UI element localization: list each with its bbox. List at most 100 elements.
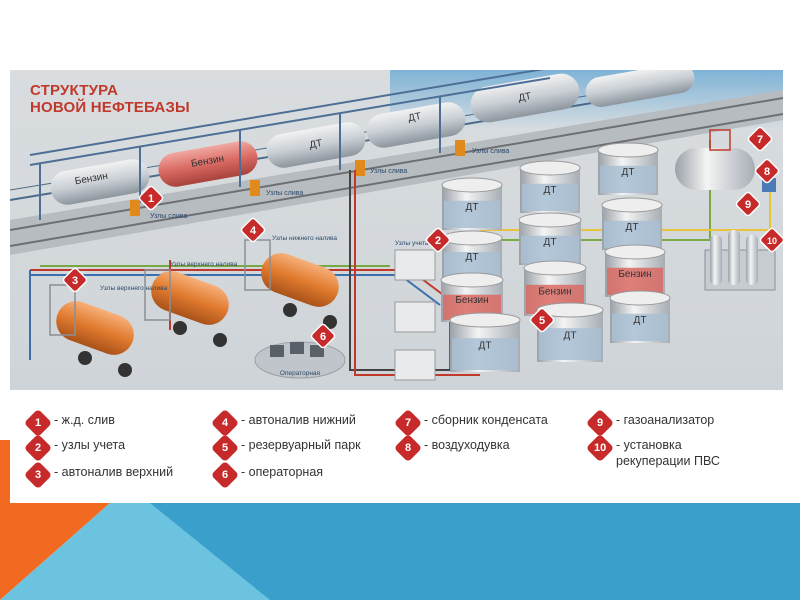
tank-label: ДТ <box>634 315 647 326</box>
tank-roof <box>442 231 502 245</box>
legend-text: - операторная <box>241 464 323 480</box>
legend-text: - воздуходувка <box>424 437 510 453</box>
legend-number: 1 <box>35 417 41 429</box>
diagram-title: СТРУКТУРА НОВОЙ НЕФТЕБАЗЫ <box>30 82 190 116</box>
tank-farm: ДТДТДТДТДТДТБензинБензинБензинДТДТДТ <box>441 143 670 372</box>
storage-tank: ДТ <box>598 143 658 195</box>
tank-truck-2 <box>146 266 235 347</box>
legend-number: 4 <box>222 417 228 429</box>
tank-label: ДТ <box>564 331 577 342</box>
map-marker-number: 9 <box>745 199 751 211</box>
orange-edge-strip <box>0 440 10 503</box>
legend-text: - газоанализатор <box>616 412 714 428</box>
legend-text: - автоналив верхний <box>54 464 173 480</box>
map-marker-number: 7 <box>757 134 763 146</box>
legend-item-8: 8 - воздуходувка <box>398 437 510 458</box>
legend-badge: 8 <box>394 434 422 462</box>
tank-label: Бензин <box>618 269 651 280</box>
train-car-5-label: ДТ <box>518 91 533 104</box>
storage-tank: ДТ <box>610 291 670 343</box>
storage-tank: ДТ <box>442 231 502 278</box>
legend-badge: 9 <box>586 409 614 437</box>
rail-label-3: Узлы слива <box>370 168 407 175</box>
legend-text: - узлы учета <box>54 437 125 453</box>
map-marker-4: 4 <box>240 217 265 242</box>
tank-label: Бензин <box>455 295 488 306</box>
legend-number: 5 <box>222 442 228 454</box>
storage-tank: ДТ <box>442 178 502 230</box>
legend-badge: 3 <box>24 461 52 489</box>
rail-label-4: Узлы слива <box>472 148 509 155</box>
storage-tank: ДТ <box>520 161 580 213</box>
tank-label: ДТ <box>466 252 479 263</box>
tank-label: ДТ <box>479 341 492 352</box>
map-marker-number: 2 <box>435 235 441 247</box>
tank-roof <box>519 213 581 227</box>
storage-tank: ДТ <box>450 313 520 372</box>
tank-roof <box>605 245 665 259</box>
tank-roof <box>524 261 586 275</box>
map-marker-9: 9 <box>735 191 760 216</box>
legend-number: 8 <box>405 442 411 454</box>
legend-text: - автоналив нижний <box>241 412 356 428</box>
legend-number: 9 <box>597 417 603 429</box>
legend-text: - установка рекуперации ПВС <box>616 437 720 469</box>
legend-item-1: 1- ж.д. слив <box>28 412 115 433</box>
tank-label: ДТ <box>622 167 635 178</box>
tank-roof <box>610 291 670 305</box>
map-marker-7: 7 <box>747 126 772 151</box>
legend-item-4: 4 - автоналив нижний <box>215 412 356 433</box>
tank-roof <box>602 198 662 212</box>
diagram-panel: Бензин Бензин ДТ ДТ ДТ <box>10 70 783 390</box>
legend-item-5: 5 - резервуарный парк <box>215 437 361 458</box>
legend-number: 2 <box>35 442 41 454</box>
map-marker-number: 6 <box>320 331 326 343</box>
tank-truck-1 <box>51 296 140 377</box>
train-car-4-label: ДТ <box>407 111 422 124</box>
map-marker-number: 10 <box>767 236 777 246</box>
legend-badge: 2 <box>24 434 52 462</box>
tank-label: ДТ <box>544 237 557 248</box>
rail-label-1: Узлы слива <box>150 213 187 220</box>
map-marker-number: 8 <box>764 166 770 178</box>
map-marker-number: 3 <box>72 275 78 287</box>
legend-item-9: 9 - газоанализатор <box>590 412 714 433</box>
tank-roof <box>598 143 658 157</box>
operator-room-label: Операторная <box>280 370 321 377</box>
map-marker-number: 5 <box>539 315 545 327</box>
tank-roof <box>450 313 520 327</box>
storage-tank: Бензин <box>605 245 665 297</box>
legend-item-3: 3 - автоналив верхний <box>28 464 173 485</box>
legend-badge: 7 <box>394 409 422 437</box>
rail-label-2: Узлы слива <box>266 190 303 197</box>
map-marker-3: 3 <box>62 267 87 292</box>
tank-label: ДТ <box>626 222 639 233</box>
legend: 1- ж.д. слив 2 - узлы учета 3 - автоналив ве… <box>10 390 783 502</box>
bottom-fill-label: Узлы нижнего налива <box>272 235 337 242</box>
legend-badge: 4 <box>211 409 239 437</box>
legend-item-6: 6- операторная <box>215 464 323 485</box>
storage-tank: ДТ <box>519 213 581 265</box>
legend-badge: 6 <box>211 461 239 489</box>
legend-badge: 1 <box>24 409 52 437</box>
legend-text: - резервуарный парк <box>241 437 361 453</box>
storage-tank: ДТ <box>602 198 662 250</box>
operator-room: Операторная <box>255 342 345 378</box>
map-marker-number: 1 <box>148 193 154 205</box>
legend-number: 10 <box>594 442 606 454</box>
tank-roof <box>520 161 580 175</box>
tank-label: ДТ <box>466 202 479 213</box>
legend-badge: 5 <box>211 434 239 462</box>
tank-label: ДТ <box>544 185 557 196</box>
map-marker-10: 10 <box>759 227 783 252</box>
legend-number: 3 <box>35 469 41 481</box>
map-marker-number: 4 <box>250 225 257 237</box>
legend-number: 7 <box>405 417 411 429</box>
tank-roof <box>441 273 503 287</box>
legend-item-2: 2 - узлы учета <box>28 437 125 458</box>
top-fill-label-2: Узлы верхнего налива <box>170 261 238 268</box>
tank-roof <box>442 178 502 192</box>
tank-truck-3 <box>256 248 345 329</box>
legend-item-7: 7- сборник конденсата <box>398 412 548 433</box>
train-car-3-label: ДТ <box>309 138 324 151</box>
